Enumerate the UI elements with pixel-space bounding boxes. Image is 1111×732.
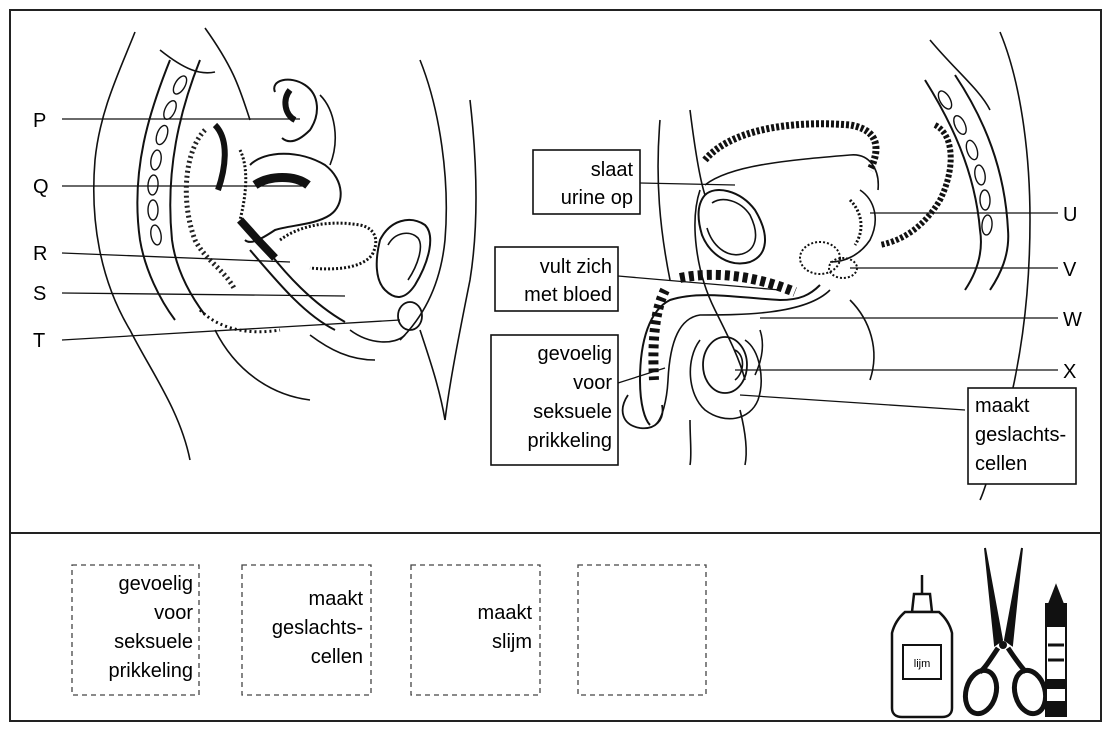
box-gevoelig-line4: prikkeling bbox=[528, 430, 612, 452]
box-vult-zich-met-bloed: vult zich met bloed bbox=[495, 247, 618, 311]
cutout-card-4-empty[interactable] bbox=[578, 565, 706, 695]
label-U: U bbox=[1063, 204, 1077, 226]
box-vult-line1: vult zich bbox=[540, 256, 612, 278]
box-slaat-line2: urine op bbox=[561, 187, 633, 209]
box-vult-line2: met bloed bbox=[524, 284, 612, 306]
card3-line2: slijm bbox=[492, 631, 532, 653]
female-leader-lines bbox=[62, 119, 400, 340]
glue-label: lijm bbox=[914, 658, 931, 670]
label-V: V bbox=[1063, 259, 1077, 281]
crayon-icon bbox=[1046, 586, 1066, 716]
card2-line2: geslachts- bbox=[272, 617, 363, 639]
box-gevoelig-line2: voor bbox=[573, 372, 612, 394]
cutout-card-3[interactable]: maakt slijm bbox=[411, 565, 540, 695]
card2-line3: cellen bbox=[311, 646, 363, 668]
card1-line4: prikkeling bbox=[109, 660, 193, 682]
card1-line3: seksuele bbox=[114, 631, 193, 653]
card1-line1: gevoelig bbox=[118, 573, 193, 595]
label-X: X bbox=[1063, 361, 1076, 383]
label-R: R bbox=[33, 243, 47, 265]
label-P: P bbox=[33, 110, 46, 132]
box-gevoelig-line3: seksuele bbox=[533, 401, 612, 423]
box-slaat-urine-op: slaat urine op bbox=[533, 150, 640, 214]
box-maakt-geslachtscellen: maakt geslachts- cellen bbox=[968, 388, 1076, 484]
label-S: S bbox=[33, 283, 46, 305]
box-maakt-line1: maakt bbox=[975, 395, 1030, 417]
card3-line1: maakt bbox=[478, 602, 533, 624]
label-T: T bbox=[33, 330, 45, 352]
cutout-card-2[interactable]: maakt geslachts- cellen bbox=[242, 565, 371, 695]
label-Q: Q bbox=[33, 176, 49, 198]
cutout-card-1[interactable]: gevoelig voor seksuele prikkeling bbox=[72, 565, 199, 695]
glue-bottle-icon bbox=[892, 575, 952, 717]
box-maakt-line2: geslachts- bbox=[975, 424, 1066, 446]
label-W: W bbox=[1063, 309, 1082, 331]
box-gevoelig: gevoelig voor seksuele prikkeling bbox=[491, 335, 618, 465]
card1-line2: voor bbox=[154, 602, 193, 624]
box-maakt-line3: cellen bbox=[975, 453, 1027, 475]
scissors-icon bbox=[961, 548, 1050, 717]
card2-line1: maakt bbox=[309, 588, 364, 610]
box-slaat-line1: slaat bbox=[591, 159, 634, 181]
female-anatomy bbox=[94, 28, 476, 460]
box-gevoelig-line1: gevoelig bbox=[537, 343, 612, 365]
